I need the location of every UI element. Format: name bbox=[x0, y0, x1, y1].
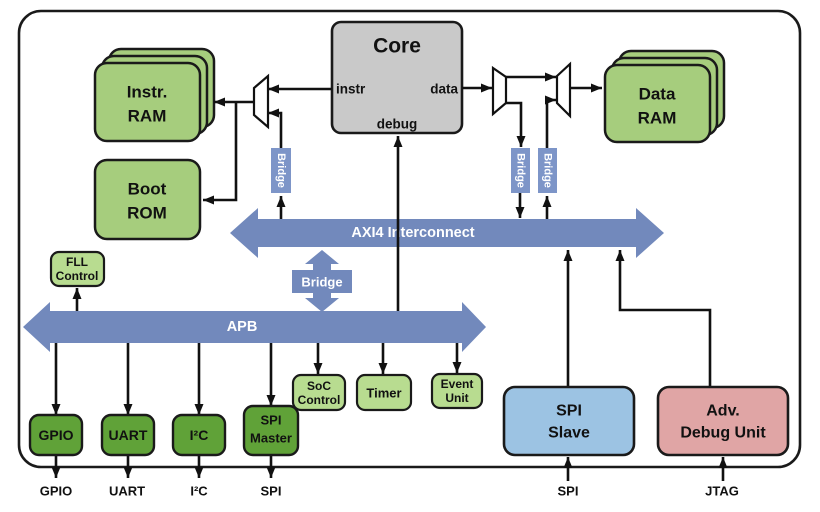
boot-rom-label-line2: ROM bbox=[127, 204, 167, 223]
pin-label-jtag: JTAG bbox=[705, 484, 739, 499]
spi-master-label-line2: Master bbox=[250, 431, 292, 446]
spi-master-block bbox=[242, 404, 300, 457]
adv-debug-unit-block bbox=[656, 385, 790, 457]
core-block bbox=[330, 20, 464, 135]
data-in-bridge-box bbox=[538, 148, 557, 193]
data-in-bridge-label: Bridge bbox=[542, 153, 554, 188]
data-ram-mux bbox=[555, 61, 572, 119]
arrow-demux-to-bridge bbox=[506, 101, 526, 147]
gpio-label: GPIO bbox=[38, 427, 73, 443]
data-out-bridge-label: Bridge bbox=[515, 153, 527, 188]
i2c-label: I²C bbox=[190, 427, 209, 443]
core-port-data: data bbox=[430, 82, 458, 97]
adv-debug-label-line2: Debug Unit bbox=[680, 425, 766, 442]
instr-mux bbox=[252, 73, 270, 130]
arrow-bridge-to-instr-mux bbox=[268, 108, 283, 148]
soc-control-block bbox=[291, 373, 347, 412]
uart-block bbox=[100, 413, 156, 457]
data-demux bbox=[491, 65, 508, 117]
apb-bus-arrow bbox=[23, 302, 486, 352]
core-port-instr: instr bbox=[336, 82, 366, 97]
connectors bbox=[51, 72, 728, 481]
instr-ram-label-line2: RAM bbox=[128, 107, 167, 126]
event-unit-label-line1: Event bbox=[441, 377, 474, 391]
instr-ram-label-line1: Instr. bbox=[127, 83, 168, 102]
axi-apb-bridge-labelbox bbox=[292, 270, 352, 293]
spi-slave-label-line2: Slave bbox=[548, 425, 590, 442]
spi-slave-block bbox=[502, 385, 636, 457]
arrow-bridge-to-data-mux bbox=[545, 95, 556, 148]
boot-rom-label-line1: Boot bbox=[128, 180, 167, 199]
event-unit-block bbox=[430, 372, 484, 410]
arrow-mux-to-boot-rom bbox=[203, 102, 238, 205]
instr-bridge-label: Bridge bbox=[275, 153, 287, 188]
data-out-bridge-box bbox=[511, 148, 530, 193]
timer-block bbox=[355, 373, 413, 412]
axi4-bus-label: AXI4 Interconnect bbox=[351, 225, 474, 241]
instr-ram-block bbox=[93, 61, 202, 143]
gpio-block bbox=[28, 413, 84, 457]
soc-control-label-line2: Control bbox=[298, 393, 341, 407]
fll-label-line1: FLL bbox=[66, 255, 88, 269]
instr-bridge-box bbox=[271, 148, 291, 193]
arrow-debug-unit-to-axi bbox=[615, 250, 712, 387]
data-ram-label-line1: Data bbox=[639, 85, 676, 104]
spi-slave-label-line1: SPI bbox=[556, 403, 582, 420]
pin-label-i2c: I²C bbox=[190, 484, 208, 499]
axi-apb-bridge-label: Bridge bbox=[301, 275, 342, 290]
instr-ram-stack bbox=[93, 47, 216, 143]
fll-control-block bbox=[49, 250, 106, 288]
fll-label-line2: Control bbox=[56, 269, 99, 283]
pin-label-spi: SPI bbox=[261, 484, 282, 499]
core-title: Core bbox=[373, 35, 421, 58]
spi-master-label-line1: SPI bbox=[261, 413, 282, 428]
event-unit-label-line2: Unit bbox=[445, 391, 468, 405]
uart-label: UART bbox=[109, 427, 148, 443]
apb-bus-label: APB bbox=[227, 319, 258, 335]
pin-label-spi-slave: SPI bbox=[558, 484, 579, 499]
data-ram-block bbox=[603, 63, 712, 144]
i2c-block bbox=[171, 413, 227, 457]
data-ram-label-line2: RAM bbox=[638, 109, 677, 128]
pin-label-uart: UART bbox=[109, 484, 145, 499]
axi4-bus-arrow bbox=[230, 208, 664, 258]
soc-control-label-line1: SoC bbox=[307, 379, 331, 393]
boot-rom-block bbox=[93, 158, 202, 241]
data-ram-stack bbox=[603, 49, 726, 144]
pin-label-gpio: GPIO bbox=[40, 484, 73, 499]
adv-debug-label-line1: Adv. bbox=[706, 403, 739, 420]
core-port-debug: debug bbox=[377, 117, 418, 132]
timer-label: Timer bbox=[366, 386, 401, 401]
